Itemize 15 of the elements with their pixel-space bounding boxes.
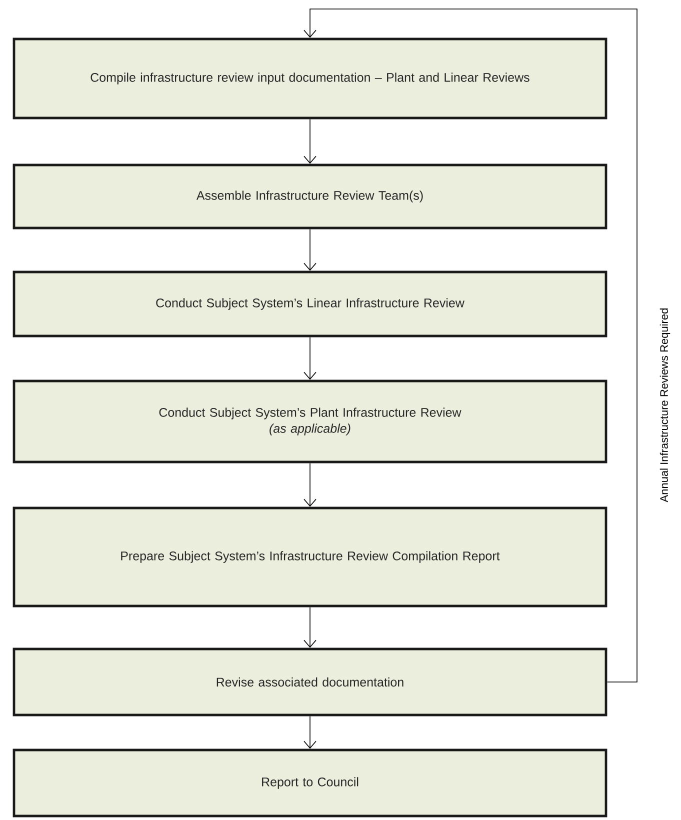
process-box: Conduct Subject System’s Linear Infrastructure Review xyxy=(12,270,608,338)
process-box: Report to Council xyxy=(12,748,608,818)
arrow xyxy=(304,118,316,164)
loop-arrow xyxy=(304,8,638,682)
edge-label: Annual Infrastructure Reviews Required xyxy=(660,308,670,502)
process-box: Assemble Infrastructure Review Team(s) xyxy=(12,164,608,230)
process-box: Compile infrastructure review input documentation – Plant and Linear Reviews xyxy=(12,38,608,120)
process-box: Revise associated documentation xyxy=(12,648,608,716)
arrow xyxy=(304,716,316,749)
process-box: Prepare Subject System’s Infrastructure Review Compilation Report xyxy=(12,506,608,608)
arrow xyxy=(304,336,316,380)
arrow xyxy=(304,228,316,271)
process-box: Conduct Subject System’s Plant Infrastructure Review (as applicable) xyxy=(12,380,608,464)
arrow xyxy=(304,462,316,507)
arrow xyxy=(304,606,316,648)
